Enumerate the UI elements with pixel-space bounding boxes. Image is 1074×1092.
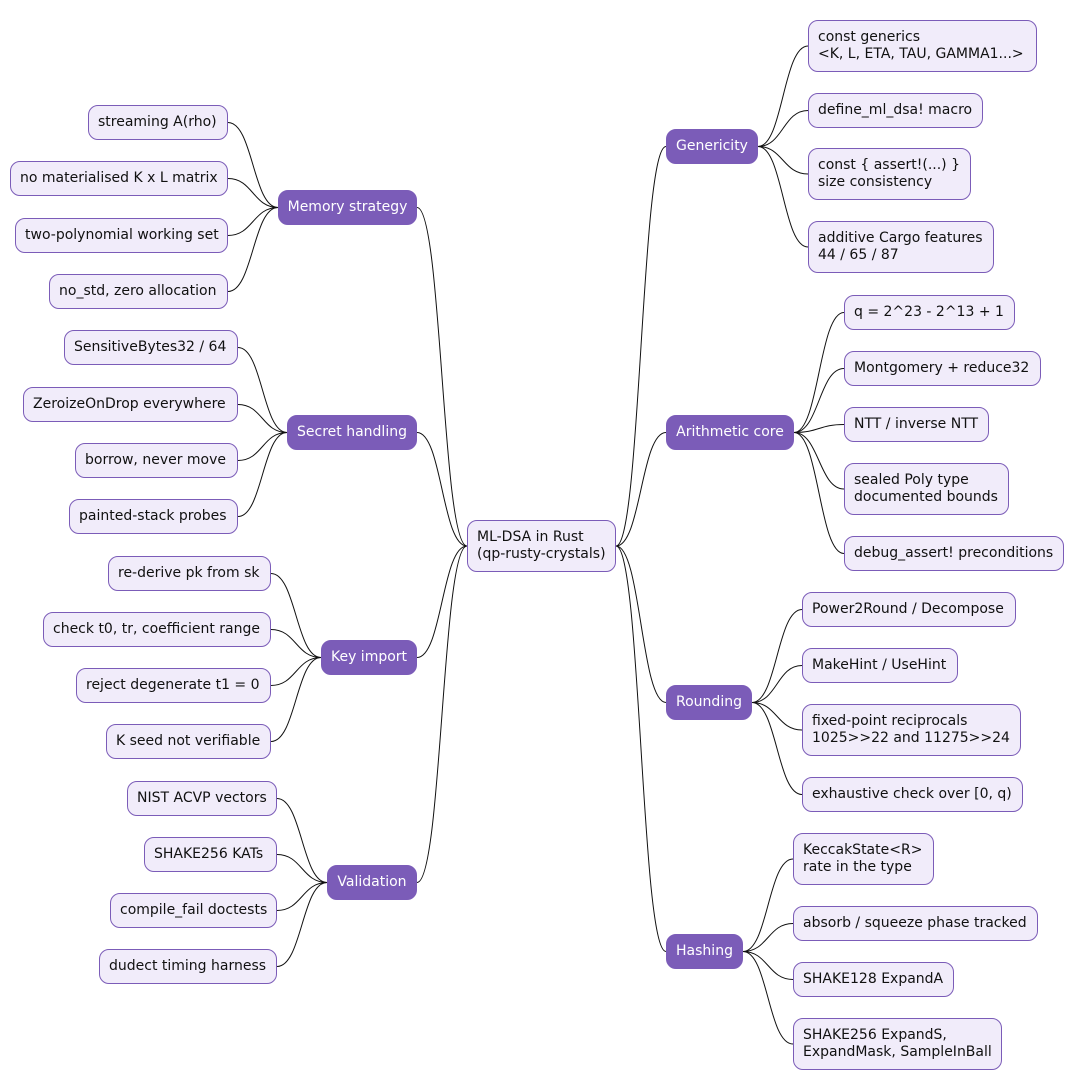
leaf-rederive-pk: re-derive pk from sk [108, 556, 271, 591]
leaf-k-seed: K seed not verifiable [106, 724, 271, 759]
edge-right-3-1 [742, 923, 794, 952]
branch-memory-strategy: Memory strategy [278, 190, 417, 225]
edge-left-1-0 [237, 347, 288, 433]
edge-root-left-3 [416, 545, 468, 883]
edge-root-right-2 [615, 545, 667, 703]
branch-genericity: Genericity [666, 129, 758, 164]
edge-root-left-2 [416, 545, 468, 658]
edge-left-2-3 [270, 657, 322, 742]
leaf-absorb-squeeze: absorb / squeeze phase tracked [793, 906, 1038, 941]
leaf-borrow: borrow, never move [75, 443, 238, 478]
edge-right-2-0 [751, 609, 803, 703]
edge-right-3-3 [742, 951, 794, 1045]
edge-left-0-3 [227, 207, 279, 292]
edge-left-3-1 [276, 854, 328, 883]
edge-left-2-1 [270, 629, 322, 658]
leaf-debug-assert: debug_assert! preconditions [844, 536, 1064, 571]
edge-right-1-3 [793, 432, 845, 490]
leaf-modulus-q: q = 2^23 - 2^13 + 1 [844, 295, 1015, 330]
edge-left-1-3 [237, 432, 288, 517]
leaf-check-t0: check t0, tr, coefficient range [43, 612, 271, 647]
branch-secret-handling: Secret handling [287, 415, 417, 450]
edge-right-0-3 [757, 146, 809, 248]
edge-right-0-0 [757, 45, 809, 147]
edge-left-3-2 [276, 882, 328, 911]
leaf-ntt: NTT / inverse NTT [844, 407, 989, 442]
leaf-dudect: dudect timing harness [99, 949, 277, 984]
edge-left-0-1 [227, 178, 279, 208]
edge-right-3-0 [742, 858, 794, 952]
edge-left-1-1 [237, 404, 288, 433]
edge-root-right-3 [615, 545, 667, 952]
leaf-cargo-features: additive Cargo features 44 / 65 / 87 [808, 221, 994, 273]
leaf-streaming-a: streaming A(rho) [88, 105, 228, 140]
edge-root-left-0 [416, 207, 468, 547]
edge-right-1-0 [793, 312, 845, 433]
leaf-reject-t1: reject degenerate t1 = 0 [76, 668, 271, 703]
edge-right-1-4 [793, 432, 845, 554]
leaf-montgomery: Montgomery + reduce32 [844, 351, 1041, 386]
leaf-power2round: Power2Round / Decompose [802, 592, 1016, 627]
edge-root-left-1 [416, 432, 468, 547]
edge-left-0-2 [227, 207, 279, 236]
leaf-compile-fail: compile_fail doctests [110, 893, 277, 928]
leaf-no-matrix: no materialised K x L matrix [10, 161, 228, 196]
edge-right-0-2 [757, 146, 809, 175]
edge-left-2-2 [270, 657, 322, 686]
edge-left-2-0 [270, 573, 322, 658]
root-node: ML-DSA in Rust (qp-rusty-crystals) [467, 520, 616, 572]
edge-root-right-0 [615, 146, 667, 547]
edge-right-1-1 [793, 368, 845, 433]
edge-right-1-2 [793, 424, 845, 433]
leaf-exhaustive-check: exhaustive check over [0, q) [802, 777, 1023, 812]
edge-left-0-0 [227, 122, 279, 208]
branch-key-import: Key import [321, 640, 417, 675]
leaf-sensitive-bytes: SensitiveBytes32 / 64 [64, 330, 238, 365]
edge-right-2-2 [751, 702, 803, 731]
branch-validation: Validation [327, 865, 417, 900]
leaf-shake256: SHAKE256 ExpandS, ExpandMask, SampleInBa… [793, 1018, 1002, 1070]
edge-root-right-1 [615, 432, 667, 547]
branch-arithmetic-core: Arithmetic core [666, 415, 794, 450]
leaf-acvp: NIST ACVP vectors [127, 781, 277, 816]
leaf-keccak-state: KeccakState<R> rate in the type [793, 833, 934, 885]
edge-right-0-1 [757, 110, 809, 147]
leaf-shake256-kats: SHAKE256 KATs [144, 837, 277, 872]
edge-left-3-0 [276, 798, 328, 883]
leaf-painted-stack: painted-stack probes [69, 499, 238, 534]
edge-right-3-2 [742, 951, 794, 980]
leaf-working-set: two-polynomial working set [15, 218, 228, 253]
leaf-const-assert: const { assert!(...) } size consistency [808, 148, 971, 200]
leaf-const-generics: const generics <K, L, ETA, TAU, GAMMA1..… [808, 20, 1037, 72]
leaf-define-macro: define_ml_dsa! macro [808, 93, 983, 128]
branch-rounding: Rounding [666, 685, 752, 720]
leaf-makehint: MakeHint / UseHint [802, 648, 958, 683]
branch-hashing: Hashing [666, 934, 743, 969]
leaf-sealed-poly: sealed Poly type documented bounds [844, 463, 1009, 515]
edge-right-2-1 [751, 665, 803, 703]
leaf-zeroize: ZeroizeOnDrop everywhere [23, 387, 238, 422]
leaf-shake128: SHAKE128 ExpandA [793, 962, 954, 997]
edge-right-2-3 [751, 702, 803, 795]
edge-left-3-3 [276, 882, 328, 967]
leaf-no-std: no_std, zero allocation [49, 274, 228, 309]
leaf-fixed-point: fixed-point reciprocals 1025>>22 and 112… [802, 704, 1021, 756]
edge-left-1-2 [237, 432, 288, 461]
